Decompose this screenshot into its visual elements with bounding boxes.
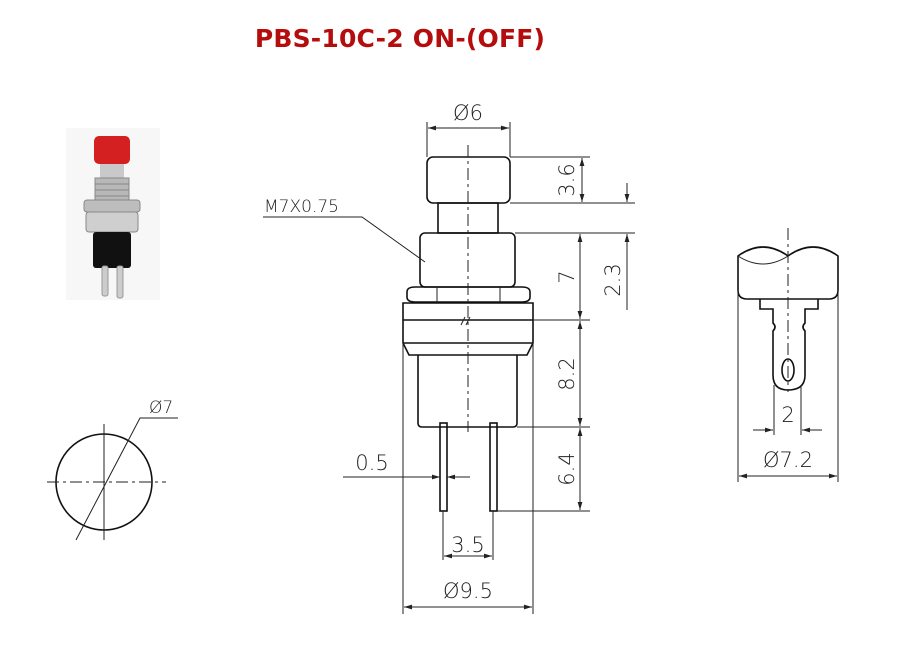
side-view: 2 Ø7.2 bbox=[737, 228, 839, 482]
cap-height-label: 3.6 bbox=[555, 163, 579, 196]
nut bbox=[406, 286, 531, 303]
red-cap bbox=[94, 136, 130, 164]
thread-label: M7X0.75 bbox=[264, 197, 339, 217]
pin-spacing-label: 3.5 bbox=[451, 533, 484, 557]
cap-diameter-label: Ø6 bbox=[453, 101, 483, 125]
pin-left bbox=[439, 422, 448, 512]
side-diameter-label: Ø7.2 bbox=[763, 448, 813, 472]
pin-width-label: 0.5 bbox=[355, 451, 388, 475]
pin-right bbox=[489, 422, 498, 512]
black-body bbox=[93, 232, 131, 268]
flange-diameter-label: Ø9.5 bbox=[443, 579, 493, 603]
bushing-length-label: 7 bbox=[555, 270, 579, 283]
terminal-tab bbox=[759, 299, 819, 391]
panel-hole-view: Ø7 bbox=[47, 398, 178, 541]
terminal-width-label: 2 bbox=[781, 403, 794, 427]
product-photo bbox=[66, 128, 160, 300]
product-title: PBS-10C-2 ON-(OFF) bbox=[254, 24, 546, 53]
panel-hole-label: Ø7 bbox=[149, 398, 173, 418]
travel-label: 2.3 bbox=[601, 263, 625, 296]
body-length-label: 8.2 bbox=[555, 357, 579, 390]
pin-length-label: 6.4 bbox=[555, 452, 579, 485]
front-view: Ø6 M7X0.75 3.6 2.3 7 8.2 6.4 0.5 3.5 Ø9 bbox=[263, 101, 635, 614]
